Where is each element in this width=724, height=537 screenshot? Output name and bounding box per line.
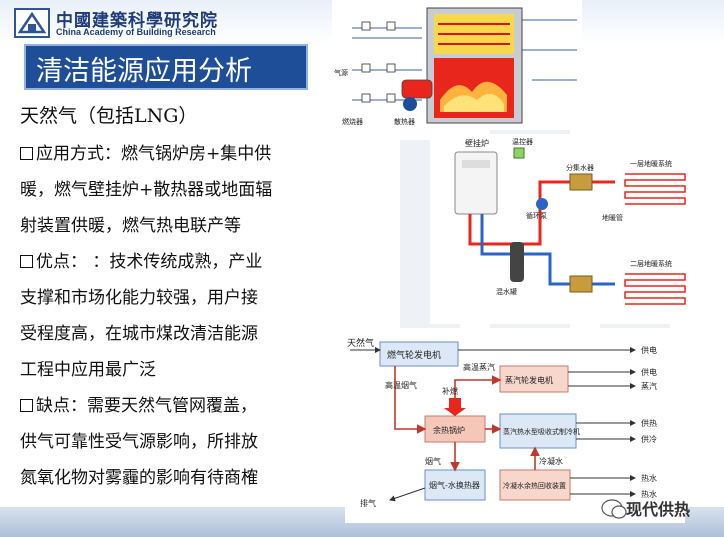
hot-steam-label: 高温蒸汽 xyxy=(463,362,495,372)
body-line-4: 优点： ：技术传统成熟，产业 xyxy=(20,244,262,280)
gas-turbine-label: 燃气轮发电机 xyxy=(387,349,441,361)
org-name-en: China Academy of Building Research xyxy=(56,27,216,37)
flue-gas-label: 烟气 xyxy=(425,456,441,466)
body-line-6: 受程度高，在城市煤改清洁能源 xyxy=(20,324,258,344)
body-line-9: 供气可靠性受气源影响，所排放 xyxy=(20,432,258,452)
output-steam: 蒸汽 xyxy=(641,381,657,391)
body-line-2: 暖，燃气壁挂炉+散热器或地面辐 xyxy=(20,180,273,200)
bullet-box-icon xyxy=(20,147,33,160)
wall-hung-boiler-diagram: 壁挂炉 温控器 分集水器 一层地暖系统 循环泵 地暖管 混水罐 二层地暖系统 xyxy=(430,134,724,324)
section-subtitle: 天然气（包括LNG） xyxy=(20,105,198,127)
output-heating: 供热 xyxy=(641,418,657,428)
wechat-icon xyxy=(601,499,627,519)
radiator-label: 散热器 xyxy=(394,117,415,126)
output-hot-water-1: 热水 xyxy=(641,473,657,483)
output-power-2: 供电 xyxy=(641,367,657,377)
academy-logo xyxy=(14,8,50,38)
output-cooling: 供冷 xyxy=(641,434,657,444)
supplement-firing-label: 补燃 xyxy=(442,386,458,396)
absorption-chiller-label: 蒸汽热水型吸收式制冷机 xyxy=(503,427,580,436)
floor-pipe-label: 地暖管 xyxy=(602,213,623,222)
hrsg-label: 余热锅炉 xyxy=(433,425,465,435)
burner-label: 燃烧器 xyxy=(342,117,363,126)
thermostat-label: 温控器 xyxy=(512,137,533,146)
condensate-label: 冷凝水 xyxy=(539,456,563,466)
natural-gas-label: 天然气 xyxy=(347,337,374,349)
flue-water-exchanger-label: 烟气-水换热器 xyxy=(429,480,480,490)
body-line-3: 射装置供暖，燃气热电联产等 xyxy=(20,216,241,236)
watermark-text: 现代供热 xyxy=(626,500,691,519)
manifold-label: 分集水器 xyxy=(566,163,594,172)
mixing-tank-label: 混水罐 xyxy=(496,287,517,296)
slide-title: 清洁能源应用分析 xyxy=(36,56,252,87)
output-hot-water-2: 热水 xyxy=(641,489,657,499)
exhaust-label: 排气 xyxy=(360,498,376,508)
chp-flow-diagram: 天然气 燃气轮发电机 高温蒸汽 蒸汽轮发电机 高温烟气 补燃 余热锅炉 蒸汽热水… xyxy=(345,328,685,523)
body-line-7: 工程中应用最广泛 xyxy=(20,360,156,380)
output-power-1: 供电 xyxy=(641,345,657,355)
bullet-box-icon xyxy=(20,255,33,268)
gas-source-label: 气源 xyxy=(334,68,348,77)
body-line-10: 氮氧化物对雾霾的影响有待商榷 xyxy=(20,468,258,488)
pump-label: 循环泵 xyxy=(526,211,547,220)
body-line-5: 支撑和市场化能力较强，用户接 xyxy=(20,288,258,308)
body-line-8: 缺点：需要天然气管网覆盖， xyxy=(20,388,257,424)
org-name-cn: 中國建築科學研究院 xyxy=(56,11,218,31)
condensate-recovery-label: 冷凝水余热回收装置 xyxy=(503,481,566,490)
title-banner xyxy=(24,44,308,90)
second-floor-heating-label: 二层地暖系统 xyxy=(630,259,672,268)
building-logo-icon xyxy=(17,11,47,34)
first-floor-heating-label: 一层地暖系统 xyxy=(630,159,672,168)
gas-boiler-diagram: 气源 散热器 燃烧器 xyxy=(332,0,582,130)
bullet-box-icon xyxy=(20,399,33,412)
wall-boiler-label: 壁挂炉 xyxy=(465,138,489,148)
hot-flue-label: 高温烟气 xyxy=(385,380,417,390)
steam-turbine-label: 蒸汽轮发电机 xyxy=(505,375,553,385)
body-line-1: 应用方式：燃气锅炉房+集中供 xyxy=(20,136,271,172)
